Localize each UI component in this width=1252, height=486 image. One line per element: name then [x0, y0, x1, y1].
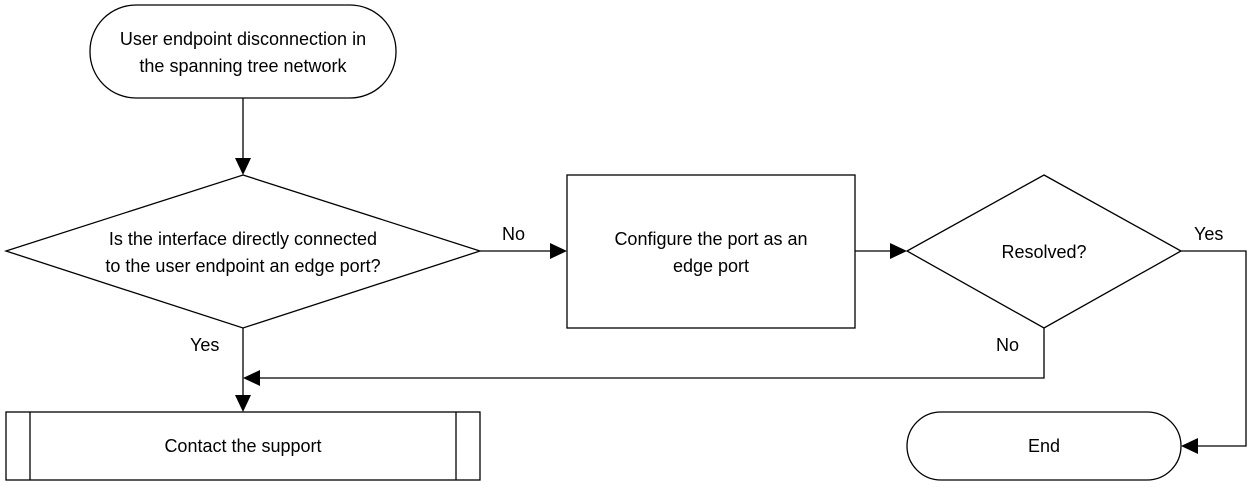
start-label-line1: User endpoint disconnection in: [120, 29, 366, 49]
edge-label-yes: Yes: [190, 335, 219, 355]
decision-edge-port-line2: to the user endpoint an edge port?: [105, 256, 380, 276]
edge-label-resolved-no: No: [996, 335, 1019, 355]
connector-decision-to-configure: [480, 243, 567, 259]
connector-start-to-decision: [235, 98, 251, 175]
decision-edge-port-line1: Is the interface directly connected: [109, 229, 377, 249]
configure-label-line2: edge port: [673, 256, 749, 276]
start-terminator: User endpoint disconnection in the spann…: [89, 4, 397, 99]
connector-configure-to-resolved: [855, 243, 907, 259]
process-configure-edge-port: Configure the port as an edge port: [566, 174, 856, 329]
decision-resolved: Resolved?: [905, 174, 1183, 329]
connector-resolved-to-contact: [243, 328, 1045, 386]
decision-resolved-label: Resolved?: [1001, 242, 1086, 262]
configure-label-line1: Configure the port as an: [614, 229, 807, 249]
connector-resolved-to-end: [1181, 250, 1247, 454]
start-label-line2: the spanning tree network: [139, 56, 347, 76]
end-label: End: [1028, 436, 1060, 456]
connector-decision-to-contact: [235, 328, 251, 412]
process-contact-support: Contact the support: [5, 411, 481, 481]
end-terminator: End: [906, 411, 1182, 481]
contact-support-label: Contact the support: [164, 436, 321, 456]
edge-label-no: No: [502, 224, 525, 244]
edge-label-resolved-yes: Yes: [1194, 224, 1223, 244]
decision-edge-port: Is the interface directly connected to t…: [3, 174, 483, 329]
